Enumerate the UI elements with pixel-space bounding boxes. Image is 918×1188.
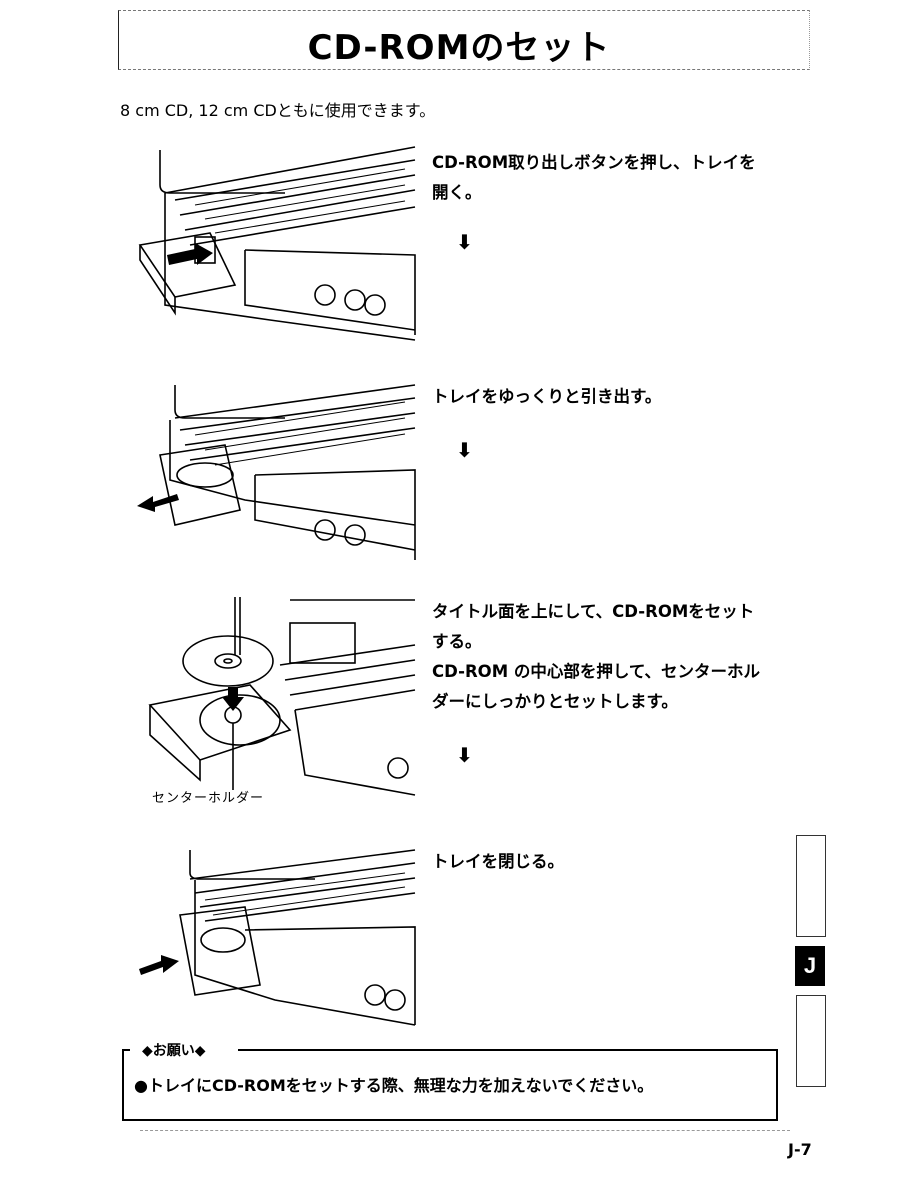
page-title: CD-ROMのセット (307, 28, 611, 68)
center-holder-callout: センターホルダー (152, 791, 265, 806)
step-2-text: トレイをゆっくりと引き出す。 (432, 382, 661, 412)
step-3-line-4: ダーにしっかりとセットします。 (432, 692, 678, 711)
step-3-text: タイトル面を上にして、CD-ROMをセット する。 CD-ROM の中心部を押し… (432, 597, 760, 717)
page-number: J-7 (788, 1140, 812, 1159)
step-3-line-3: CD-ROM の中心部を押して、センターホル (432, 662, 761, 681)
notice-body-text: トレイにCD-ROMをセットする際、無理な力を加えないでください。 (147, 1076, 654, 1095)
step-3-line-2: する。 (432, 632, 482, 651)
down-arrow-icon: ⬇ (456, 438, 473, 462)
illustration-set-disc (148, 597, 416, 796)
step-3-line-1: タイトル面を上にして、CD-ROMをセット (432, 602, 755, 621)
notice-text: ●トレイにCD-ROMをセットする際、無理な力を加えないでください。 (134, 1072, 653, 1096)
notice-heading: ◆お願い◆ (130, 1040, 212, 1060)
title-frame (118, 10, 810, 70)
illustration-open-tray (138, 146, 416, 341)
step-1-line-1: CD-ROM取り出しボタンを押し、トレイを (432, 153, 756, 172)
step-2-line-1: トレイをゆっくりと引き出す。 (432, 387, 662, 406)
illustration-pull-tray (137, 384, 416, 560)
step-1-line-2: 開く。 (432, 183, 482, 202)
down-arrow-icon: ⬇ (456, 743, 473, 767)
step-1-text: CD-ROM取り出しボタンを押し、トレイを 開く。 (432, 148, 756, 208)
side-tab-upper (796, 835, 826, 937)
side-tab-lower (796, 995, 826, 1087)
intro-text: 8 cm CD, 12 cm CDともに使用できます。 (120, 101, 436, 120)
step-4-line-1: トレイを閉じる。 (432, 852, 564, 871)
bullet-icon: ● (134, 1076, 148, 1095)
step-4-text: トレイを閉じる。 (432, 847, 564, 877)
notice-border-left (122, 1049, 134, 1051)
down-arrow-icon: ⬇ (456, 230, 473, 254)
notice-box (122, 1049, 778, 1121)
notice-border-right (238, 1049, 777, 1051)
side-tab-j: J (795, 946, 825, 986)
bottom-rule (140, 1130, 790, 1131)
illustration-close-tray (139, 849, 416, 1026)
